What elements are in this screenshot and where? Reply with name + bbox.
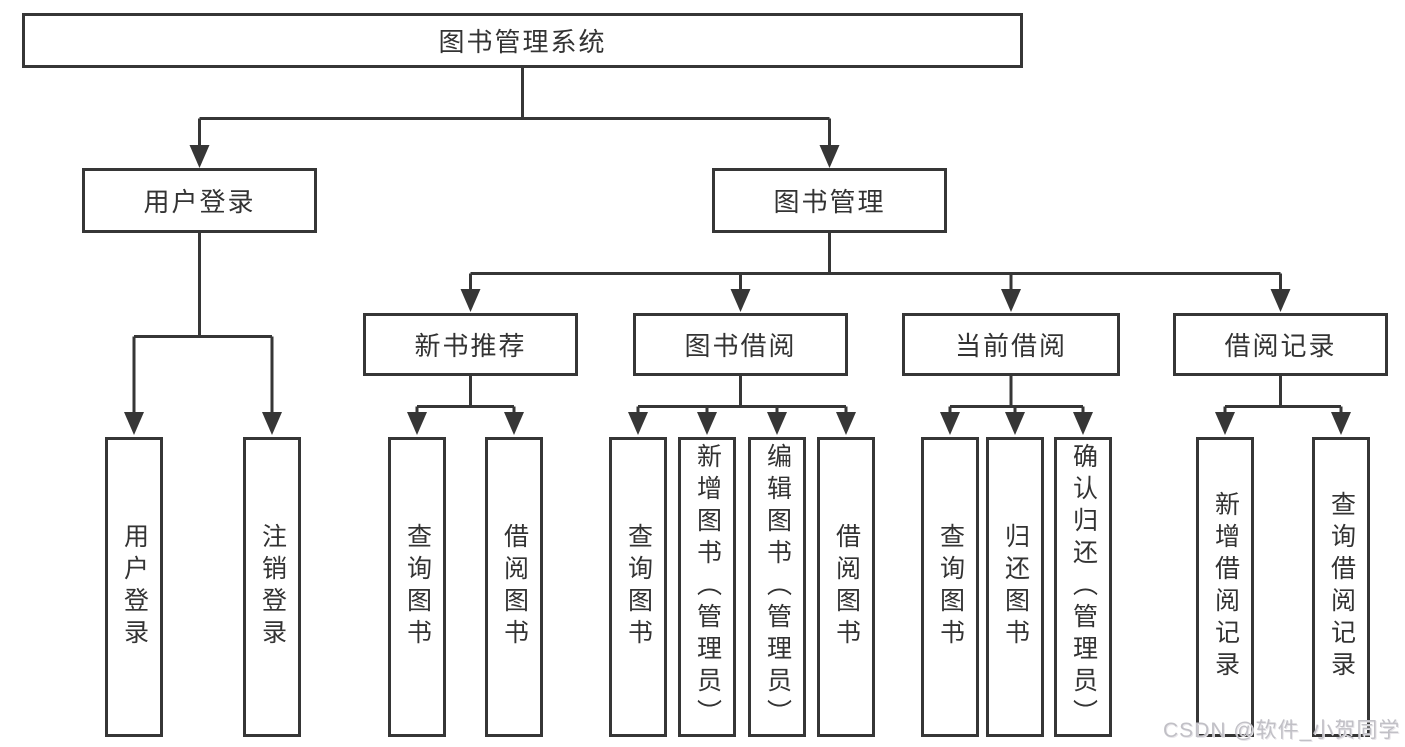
leaf-label: 查询图书 xyxy=(936,523,965,651)
connector-book-management-to-level3 xyxy=(460,233,1291,312)
node-book-borrow: 图书借阅 xyxy=(633,313,848,376)
leaf-label: 借阅图书 xyxy=(500,523,529,651)
leaf-add-book-admin: 新增图书（管理员） xyxy=(678,437,736,737)
leaf-edit-book-admin: 编辑图书（管理员） xyxy=(748,437,806,737)
leaf-label: 用户登录 xyxy=(120,523,149,651)
connector-root-to-level2 xyxy=(189,68,840,168)
leaf-label: 归还图书 xyxy=(1001,523,1030,651)
leaf-user-login: 用户登录 xyxy=(105,437,163,737)
node-label: 当前借阅 xyxy=(954,331,1067,361)
leaf-query-borrow-record: 查询借阅记录 xyxy=(1312,437,1370,737)
connector-user-login-to-leaves xyxy=(124,233,282,435)
leaf-query-books-borrow: 查询图书 xyxy=(609,437,667,737)
node-library-management-system: 图书管理系统 xyxy=(22,13,1023,68)
leaf-label: 查询图书 xyxy=(624,523,653,651)
leaf-logout: 注销登录 xyxy=(243,437,301,737)
node-label: 新书推荐 xyxy=(414,331,527,361)
node-new-book-recommend: 新书推荐 xyxy=(363,313,578,376)
leaf-label: 借阅图书 xyxy=(832,523,861,651)
leaf-label: 新增借阅记录 xyxy=(1211,491,1240,683)
node-label: 图书管理系统 xyxy=(438,27,607,57)
leaf-label: 注销登录 xyxy=(258,523,287,651)
leaf-query-books-recommend: 查询图书 xyxy=(388,437,446,737)
leaf-label: 确认归还（管理员） xyxy=(1069,443,1098,731)
node-label: 用户登录 xyxy=(143,187,256,217)
node-current-borrow: 当前借阅 xyxy=(902,313,1120,376)
connector-current-borrow-to-leaves xyxy=(940,376,1093,435)
connector-book-borrow-to-leaves xyxy=(628,376,856,435)
leaf-borrow-books-borrow: 借阅图书 xyxy=(817,437,875,737)
leaf-borrow-books-recommend: 借阅图书 xyxy=(485,437,543,737)
csdn-watermark: CSDN @软件_小贺同学 xyxy=(1163,719,1401,742)
leaf-query-books-current: 查询图书 xyxy=(921,437,979,737)
leaf-label: 新增图书（管理员） xyxy=(693,443,722,731)
leaf-label: 编辑图书（管理员） xyxy=(763,443,792,731)
node-label: 借阅记录 xyxy=(1224,331,1337,361)
node-user-login: 用户登录 xyxy=(82,168,317,233)
node-label: 图书管理 xyxy=(773,187,886,217)
connector-borrow-records-to-leaves xyxy=(1215,376,1351,435)
leaf-label: 查询图书 xyxy=(403,523,432,651)
leaf-confirm-return-admin: 确认归还（管理员） xyxy=(1054,437,1112,737)
leaf-label: 查询借阅记录 xyxy=(1327,491,1356,683)
node-borrow-records: 借阅记录 xyxy=(1173,313,1388,376)
node-book-management: 图书管理 xyxy=(712,168,947,233)
connector-new-book-recommend-to-leaves xyxy=(407,376,524,435)
leaf-add-borrow-record: 新增借阅记录 xyxy=(1196,437,1254,737)
node-label: 图书借阅 xyxy=(684,331,797,361)
leaf-return-book: 归还图书 xyxy=(986,437,1044,737)
